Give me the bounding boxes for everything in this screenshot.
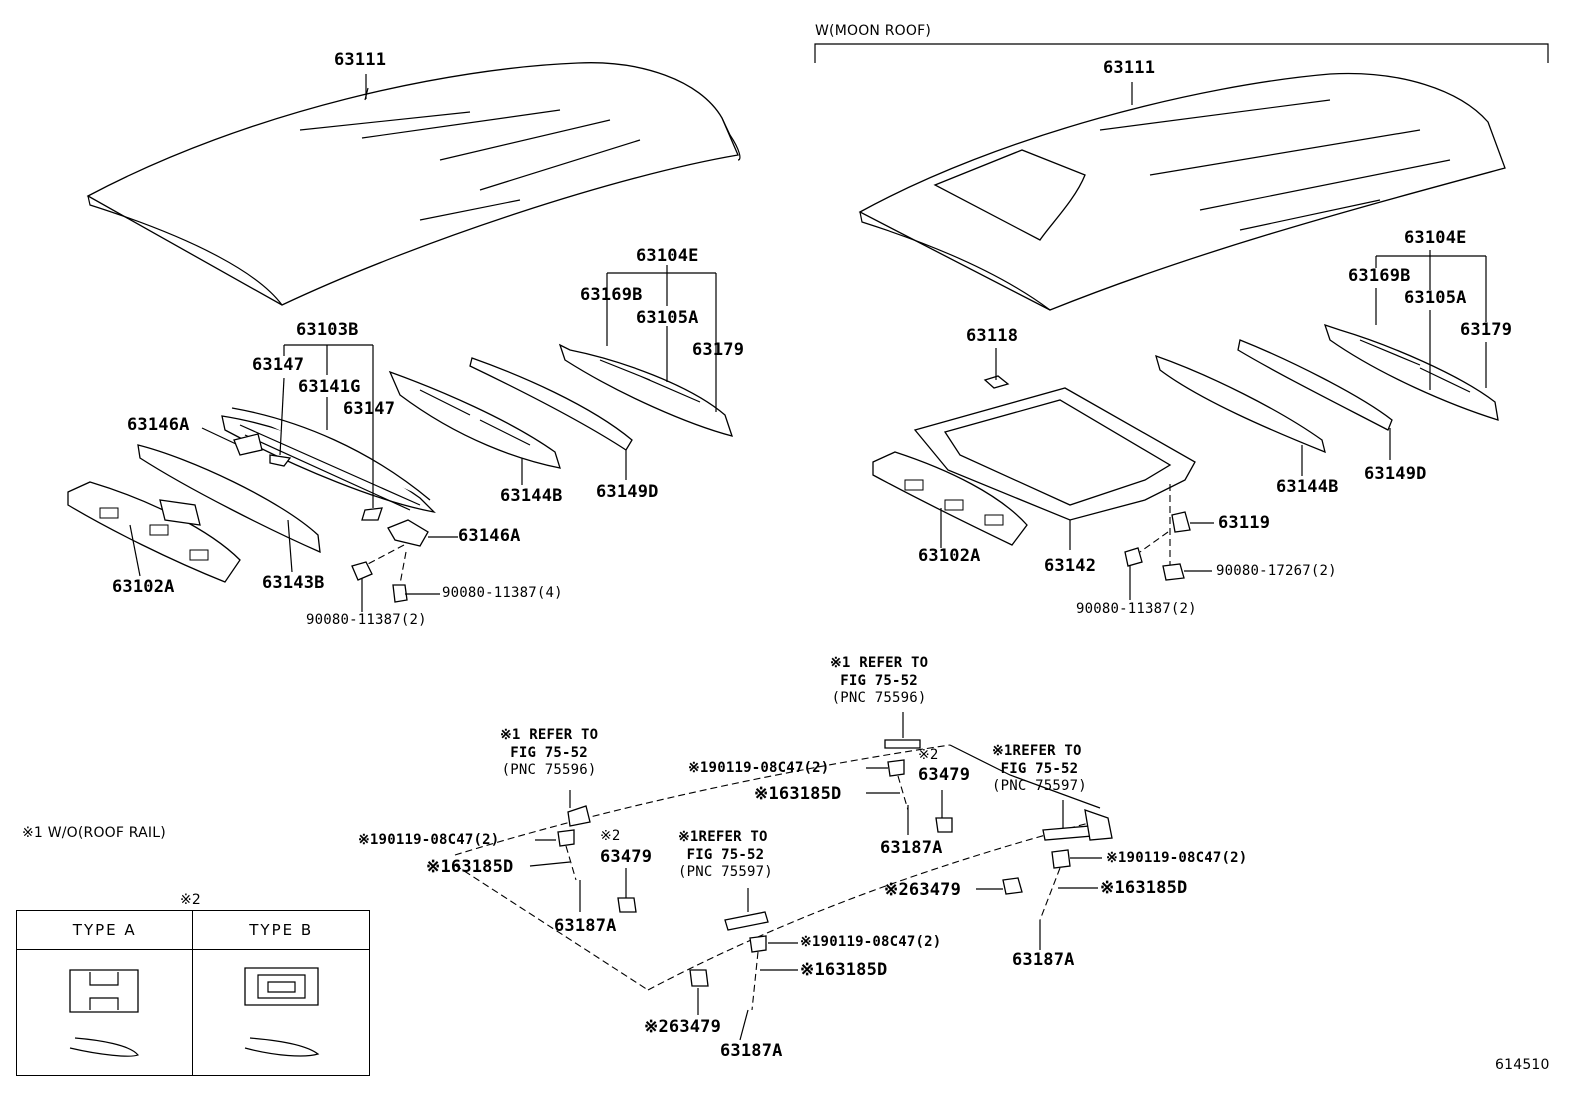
part-label-63104e-right: 63104E <box>1404 228 1467 248</box>
moon-roof-bracket-line <box>814 43 1549 63</box>
rail-leaders <box>529 712 1102 1041</box>
part-label-63169b-right: 63169B <box>1348 266 1411 286</box>
refer-note-mid-line-3: (PNC 75597) <box>678 864 773 880</box>
part-label-63105a-right: 63105A <box>1404 288 1467 308</box>
type-a-header: TYPE A <box>15 910 194 950</box>
part-label-63185d-right: ※163185D <box>1100 878 1188 898</box>
reinf-63144b-left <box>388 370 561 469</box>
bracket-63146a <box>233 433 429 547</box>
part-label-63185d-left: ※163185D <box>426 857 514 877</box>
rear-header-left <box>558 343 733 437</box>
part-label-63146a-b: 63146A <box>458 526 521 546</box>
part-label-63111-right: 63111 <box>1103 58 1156 78</box>
part-label-63479-top: 63479 <box>918 765 971 785</box>
refer-note-right-line-3: (PNC 75597) <box>992 778 1087 794</box>
front-header-left <box>67 481 241 583</box>
reinf-63149d-right <box>1237 339 1393 431</box>
bolts-left <box>351 544 408 603</box>
fasteners-right <box>1124 484 1185 581</box>
front-header-right <box>872 451 1028 546</box>
moon-roof-label: W(MOON ROOF) <box>815 23 932 39</box>
part-label-63149d-left: 63149D <box>596 482 659 502</box>
part-label-63169b-left: 63169B <box>580 285 643 305</box>
bracket-63119 <box>1171 511 1191 533</box>
type-b-cell <box>192 949 370 1076</box>
part-label-63119: 63119 <box>1218 513 1271 533</box>
part-label-bolt-right: ※190119-08C47(2) <box>1106 850 1248 866</box>
part-label-clip-top-mark: ※2 <box>918 747 939 763</box>
figure-number: 614510 <box>1495 1057 1550 1073</box>
part-label-nut-17267: 90080-17267(2) <box>1216 563 1337 579</box>
part-label-63479-right: ※263479 <box>884 880 962 900</box>
part-label-63185d-mid: ※163185D <box>800 960 888 980</box>
stay-63118 <box>983 375 1010 389</box>
refer-note-right-line-2: FIG 75-52 <box>1000 760 1079 777</box>
rail-parts <box>557 739 1113 987</box>
part-label-63118: 63118 <box>966 326 1019 346</box>
part-label-63149d-right: 63149D <box>1364 464 1427 484</box>
refer-note-left: ※1 REFER TO FIG 75-52 (PNC 75596) <box>500 727 598 780</box>
reinf-63144b-right <box>1155 354 1326 454</box>
part-label-63179-right: 63179 <box>1460 320 1513 340</box>
refer-note-mid-line-2: FIG 75-52 <box>686 846 765 863</box>
part-label-bolt-mid: ※190119-08C47(2) <box>800 934 942 950</box>
part-label-63479-mid: ※263479 <box>644 1017 722 1037</box>
part-label-63185d-top: ※163185D <box>754 784 842 804</box>
part-label-bolt-11387-4: 90080-11387(4) <box>442 585 563 601</box>
part-label-bolt-11387-2-left: 90080-11387(2) <box>306 612 427 628</box>
part-label-clip-left-mark: ※2 <box>600 828 621 844</box>
refer-note-top-line-2: FIG 75-52 <box>840 672 918 689</box>
refer-note-right-line-1: ※1REFER TO <box>992 743 1082 759</box>
refer-note-left-line-3: (PNC 75596) <box>501 762 597 778</box>
refer-note-left-line-2: FIG 75-52 <box>510 744 588 761</box>
rear-header-right <box>1323 323 1499 421</box>
part-label-63141g: 63141G <box>298 377 361 397</box>
roof-panel-left <box>86 62 741 306</box>
part-label-63144b-right: 63144B <box>1276 477 1339 497</box>
wo-roof-rail-note: ※1 W/O(ROOF RAIL) <box>22 825 166 841</box>
part-label-63102a-right: 63102A <box>918 546 981 566</box>
part-label-63479-left: 63479 <box>600 847 653 867</box>
part-label-63146a-a: 63146A <box>127 415 190 435</box>
refer-note-top-line-1: ※1 REFER TO <box>830 655 929 671</box>
refer-note-mid: ※1REFER TO FIG 75-52 (PNC 75597) <box>678 829 773 882</box>
part-label-bolt-11387-2-right: 90080-11387(2) <box>1076 601 1197 617</box>
part-label-63142: 63142 <box>1044 556 1097 576</box>
roof-panel-right <box>858 72 1506 311</box>
reinf-63143b-left <box>137 444 321 554</box>
moon-roof-frame <box>913 387 1196 521</box>
part-label-63143b: 63143B <box>262 573 325 593</box>
part-label-63147-a: 63147 <box>252 355 305 375</box>
part-label-63102a-left: 63102A <box>112 577 175 597</box>
type-table-mark: ※2 <box>180 892 202 908</box>
part-label-63187a-mid: 63187A <box>720 1041 783 1061</box>
part-label-bolt-top: ※190119-08C47(2) <box>688 760 830 776</box>
stay-63147 <box>269 454 383 521</box>
refer-note-top: ※1 REFER TO FIG 75-52 (PNC 75596) <box>830 655 928 708</box>
rail-outline <box>454 744 1101 991</box>
part-label-63187a-left: 63187A <box>554 916 617 936</box>
part-label-63103b: 63103B <box>296 320 359 340</box>
part-label-63111-left: 63111 <box>334 50 387 70</box>
type-table: TYPE A TYPE B <box>15 910 370 1076</box>
part-label-63144b-left: 63144B <box>500 486 563 506</box>
part-label-63187a-top: 63187A <box>880 838 943 858</box>
refer-note-mid-line-1: ※1REFER TO <box>678 829 768 845</box>
part-label-63105a-left: 63105A <box>636 308 699 328</box>
part-label-63179-left: 63179 <box>692 340 745 360</box>
refer-note-right: ※1REFER TO FIG 75-52 (PNC 75597) <box>992 743 1087 796</box>
refer-note-left-line-1: ※1 REFER TO <box>500 727 599 743</box>
leaders-right <box>940 250 1487 600</box>
part-label-63147-b: 63147 <box>343 399 396 419</box>
part-label-bolt-left: ※190119-08C47(2) <box>358 832 500 848</box>
leaders-left <box>129 265 717 612</box>
type-a-cell <box>15 949 194 1076</box>
refer-note-top-line-3: (PNC 75596) <box>831 690 927 706</box>
part-label-63104e-left: 63104E <box>636 246 699 266</box>
type-b-header: TYPE B <box>192 910 370 950</box>
part-label-63187a-right: 63187A <box>1012 950 1075 970</box>
